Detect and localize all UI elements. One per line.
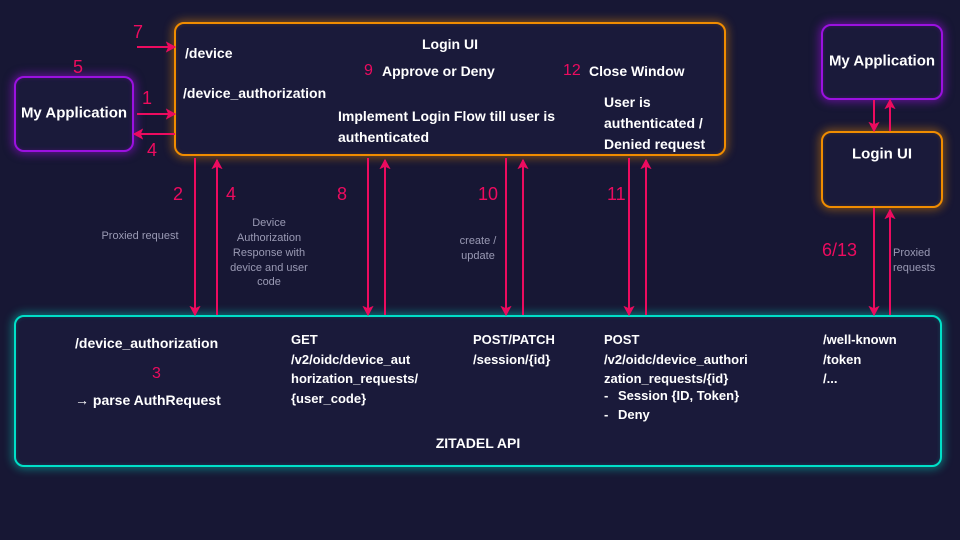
zitadel-api-title: ZITADEL API [435,435,521,451]
step-number-1: 1 [142,88,153,108]
api-col4-head: POST /v2/oidc/device_authori zation_requ… [604,332,748,386]
user-authenticated-label: User is authenticated / Denied request [604,94,706,152]
login-ui-title: Login UI [422,36,478,52]
approve-or-deny-label: Approve or Deny [382,63,495,79]
api-col2: GET /v2/oidc/device_aut horization_reque… [291,332,419,406]
step-number-8: 8 [337,184,348,204]
api-col4-bullet-item: -Deny [604,406,739,425]
node-zitadel-api[interactable]: ZITADEL API [14,315,942,467]
caption-proxied-request: Proxied request [101,230,179,242]
bullet-dash-icon: - [604,406,609,422]
api-col4-bullet-item: -Session {ID, Token} [604,387,739,406]
endpoint-device-authorization: /device_authorization [183,85,327,101]
node-login-ui-right-label: Login UI [852,145,912,163]
step-number-6-13: 6/13 [822,240,858,260]
step-number-12: 12 [563,62,581,79]
caption-proxied-requests: Proxied requests [893,247,936,274]
step-number-5: 5 [73,57,84,77]
step-number-11: 11 [607,184,626,204]
bullet-dash-icon: - [604,388,609,403]
node-my-application-right[interactable]: My Application [821,24,943,100]
node-my-application-left-label: My Application [20,104,128,122]
api-col1-endpoint: /device_authorization [75,335,219,351]
api-col4-bullet-0: Session {ID, Token} [618,388,740,403]
node-my-application-right-label: My Application [828,52,936,70]
step-number-10: 10 [478,184,499,204]
node-login-ui-main[interactable] [174,22,726,156]
caption-create-update: create / update [459,235,497,262]
node-login-ui-right[interactable]: Login UI [821,131,943,208]
api-col4-bullets: -Session {ID, Token} -Deny [604,387,739,425]
caption-device-auth-response: Device Authorization Response with devic… [230,217,308,289]
api-col1-parse: → parse AuthRequest [75,392,221,408]
step-number-4-down: 4 [226,184,237,204]
step-number-7: 7 [133,22,144,42]
api-col5: /well-known /token /... [823,332,897,386]
close-window-label: Close Window [589,63,685,79]
step-number-2: 2 [173,184,184,204]
step-number-4-left: 4 [147,140,158,160]
endpoint-device: /device [185,45,233,61]
api-col3: POST/PATCH /session/{id} [473,332,555,367]
implement-login-flow-label: Implement Login Flow till user is authen… [338,108,556,145]
step-number-9: 9 [364,62,373,79]
step-number-3: 3 [152,365,161,382]
node-my-application-left[interactable]: My Application [14,76,134,152]
api-col4-bullet-1: Deny [618,406,650,422]
